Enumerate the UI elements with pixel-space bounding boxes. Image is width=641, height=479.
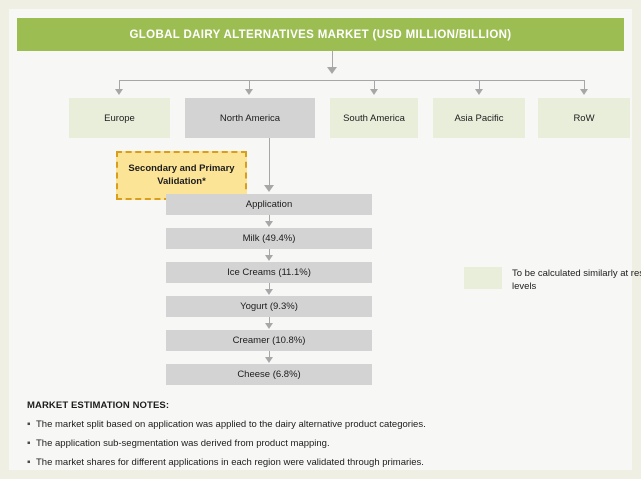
arrowhead-milk (265, 221, 273, 227)
arrowhead-row (580, 89, 588, 95)
arrowhead-cheese (265, 357, 273, 363)
connector-drop-asia-pacific (479, 80, 480, 91)
legend-label: To be calculated similarly at respective… (512, 268, 641, 292)
chain-label-ice-creams: Ice Creams (11.1%) (227, 267, 311, 278)
connector-ice-creams-to-yogurt (269, 283, 270, 293)
chain-label-cheese: Cheese (6.8%) (237, 369, 301, 380)
region-label-europe: Europe (104, 112, 135, 124)
connector-creamer-to-cheese (269, 351, 270, 361)
connector-header-stem (332, 51, 333, 70)
region-label-asia-pacific: Asia Pacific (454, 112, 504, 124)
connector-yogurt-to-creamer (269, 317, 270, 327)
region-label-north-america: North America (219, 112, 281, 124)
region-label-south-america: South America (343, 112, 405, 124)
chain-label-application: Application (245, 199, 293, 210)
page-title: GLOBAL DAIRY ALTERNATIVES MARKET (USD MI… (129, 28, 512, 41)
arrowhead-ice-creams (265, 255, 273, 261)
note-text: The market shares for different applicat… (36, 457, 424, 468)
notes-title: MARKET ESTIMATION NOTES: (27, 400, 170, 411)
note-text: The market split based on application wa… (36, 419, 426, 430)
chain-label-yogurt: Yogurt (9.3%) (240, 301, 298, 312)
chain-bar-ice-creams[interactable]: Ice Creams (11.1%) (166, 262, 372, 283)
note-item: ▪ The market shares for different applic… (27, 456, 627, 469)
connector-milk-to-ice-creams (269, 249, 270, 259)
chain-bar-milk[interactable]: Milk (49.4%) (166, 228, 372, 249)
arrowhead-south-america (370, 89, 378, 95)
connector-na-to-application (269, 138, 270, 190)
connector-region-bus (119, 80, 584, 81)
bullet-icon: ▪ (27, 419, 31, 430)
connector-drop-row (584, 80, 585, 91)
note-item: ▪ The market split based on application … (27, 418, 627, 431)
region-label-row: RoW (573, 112, 595, 124)
diagram-canvas: GLOBAL DAIRY ALTERNATIVES MARKET (USD MI… (9, 9, 641, 470)
validation-callout-box[interactable]: Secondary and Primary Validation* (116, 151, 247, 200)
region-box-europe[interactable]: Europe (69, 98, 170, 138)
region-box-south-america[interactable]: South America (330, 98, 418, 138)
chain-label-creamer: Creamer (10.8%) (232, 335, 306, 346)
validation-callout-label: Secondary and Primary Validation* (128, 163, 235, 187)
market-estimation-notes: MARKET ESTIMATION NOTES: ▪ The market sp… (27, 400, 627, 475)
arrowhead-yogurt (265, 289, 273, 295)
region-box-asia-pacific[interactable]: Asia Pacific (433, 98, 525, 138)
chain-bar-creamer[interactable]: Creamer (10.8%) (166, 330, 372, 351)
connector-application-to-milk (269, 215, 270, 225)
arrowhead-north-america (245, 89, 253, 95)
bullet-icon: ▪ (27, 438, 31, 449)
connector-drop-south-america (374, 80, 375, 91)
region-box-north-america[interactable]: North America (185, 98, 315, 138)
arrowhead-creamer (265, 323, 273, 329)
connector-header-arrowhead (327, 67, 337, 74)
connector-drop-europe (119, 80, 120, 91)
note-text: The application sub-segmentation was der… (36, 438, 330, 449)
region-box-row[interactable]: RoW (538, 98, 630, 138)
bullet-icon: ▪ (27, 457, 31, 468)
market-title-bar: GLOBAL DAIRY ALTERNATIVES MARKET (USD MI… (17, 18, 624, 51)
note-item: ▪ The application sub-segmentation was d… (27, 437, 627, 450)
arrowhead-asia-pacific (475, 89, 483, 95)
arrowhead-application (264, 185, 274, 192)
chain-label-milk: Milk (49.4%) (242, 233, 296, 244)
chain-bar-cheese[interactable]: Cheese (6.8%) (166, 364, 372, 385)
legend-color-swatch (464, 267, 502, 289)
arrowhead-europe (115, 89, 123, 95)
connector-drop-north-america (249, 80, 250, 91)
chain-bar-application[interactable]: Application (166, 194, 372, 215)
chain-bar-yogurt[interactable]: Yogurt (9.3%) (166, 296, 372, 317)
